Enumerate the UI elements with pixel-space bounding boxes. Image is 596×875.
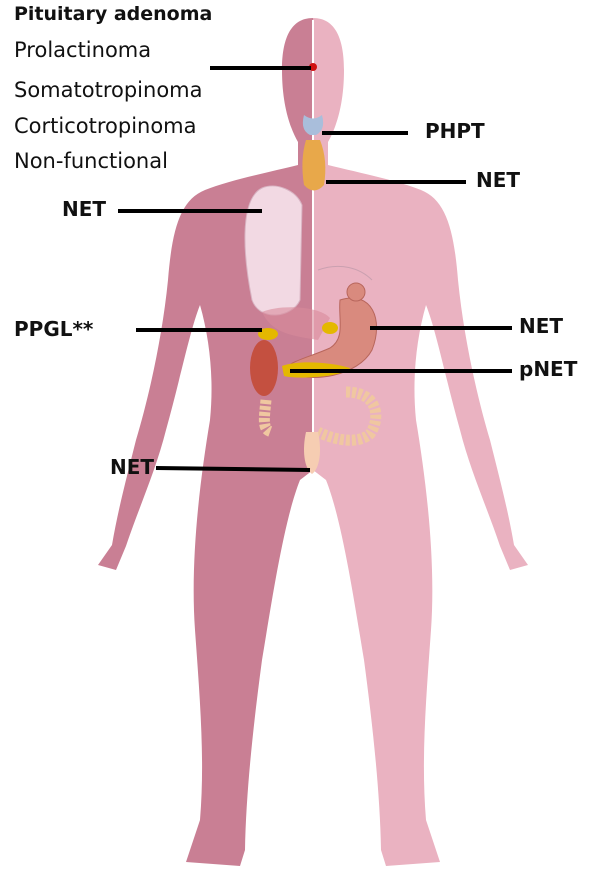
pituitary-subtype-non-functional: Non-functional (14, 149, 168, 173)
label-net-lung: NET (62, 197, 106, 221)
parathyroid-glands (302, 140, 325, 191)
pituitary-subtype-corticotropinoma: Corticotropinoma (14, 114, 197, 138)
pituitary-subtype-prolactinoma: Prolactinoma (14, 38, 151, 62)
esophageal-bulb (347, 283, 365, 301)
pituitary-subtype-somatotropinoma: Somatotropinoma (14, 78, 203, 102)
body-right-half (313, 18, 528, 866)
label-net-neck: NET (476, 168, 520, 192)
label-net-stomach: NET (519, 314, 563, 338)
label-ppgl: PPGL** (14, 317, 93, 341)
lung-left (245, 186, 302, 315)
label-pnet: pNET (519, 357, 577, 381)
label-phpt: PHPT (425, 119, 485, 143)
adrenal-gland-right (322, 322, 338, 334)
pituitary-title: Pituitary adenoma (14, 3, 212, 25)
label-net-rectum: NET (110, 455, 154, 479)
leader-net-rectum (156, 468, 310, 470)
body-left-half (98, 18, 313, 866)
kidney (250, 340, 278, 396)
